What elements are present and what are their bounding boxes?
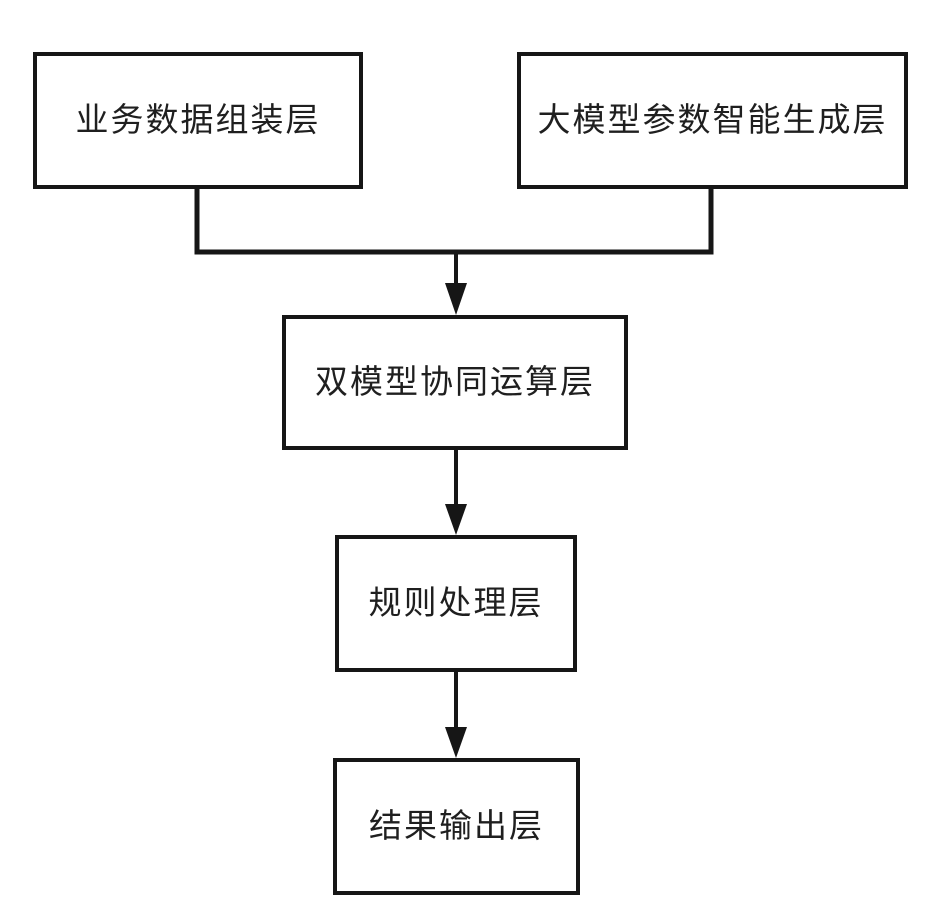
node-dual-model-computation-layer: 双模型协同运算层	[282, 315, 628, 450]
node-label: 规则处理层	[368, 584, 544, 621]
node-label: 结果输出层	[369, 807, 544, 844]
edge-rule-to-result-arrowhead	[445, 727, 467, 758]
edge-merge-arrowhead	[445, 283, 467, 315]
edge-merge-connector	[194, 186, 714, 255]
node-llm-parameter-generation-layer: 大模型参数智能生成层	[517, 52, 908, 189]
node-business-data-assembly-layer: 业务数据组装层	[33, 52, 363, 189]
node-label: 业务数据组装层	[75, 101, 321, 138]
node-label: 双模型协同运算层	[315, 363, 595, 400]
edge-dual-to-rule-arrowhead	[445, 504, 467, 535]
node-result-output-layer: 结果输出层	[333, 758, 580, 895]
node-rule-processing-layer: 规则处理层	[335, 535, 577, 672]
node-label: 大模型参数智能生成层	[537, 101, 888, 138]
